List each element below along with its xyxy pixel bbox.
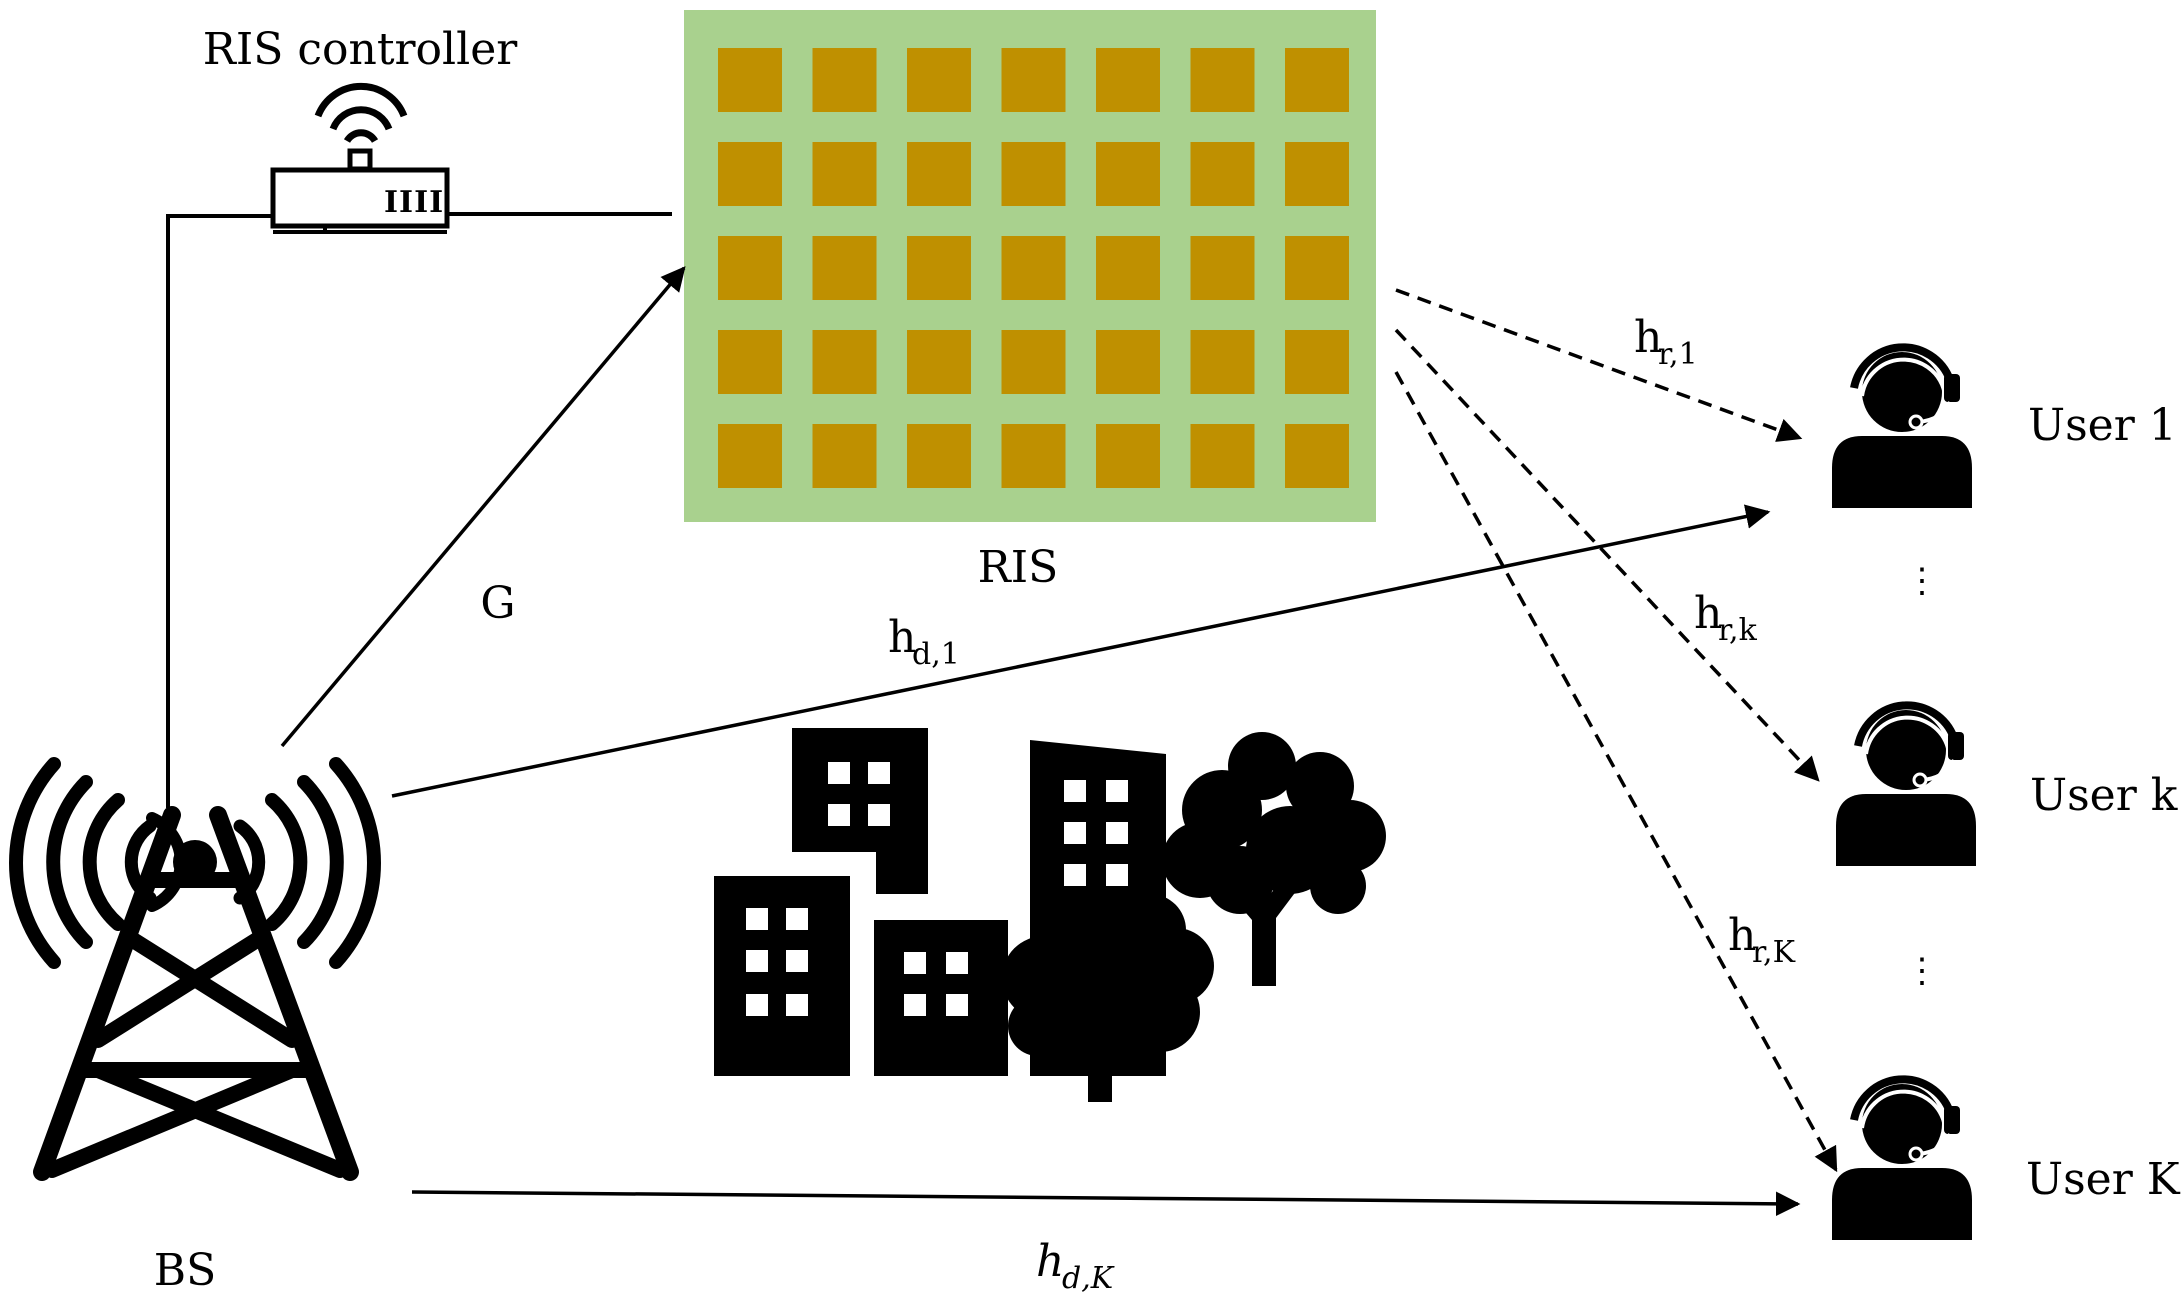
ris-element xyxy=(1190,424,1255,488)
userK-label: User K xyxy=(2026,1154,2181,1205)
ris-element xyxy=(1096,48,1160,112)
ris-element xyxy=(718,236,782,300)
hd1-sub: d,1 xyxy=(912,637,960,672)
ris-element xyxy=(1190,48,1255,112)
ris-panel xyxy=(684,10,1376,522)
ris-element xyxy=(812,48,877,112)
ris-element xyxy=(718,142,782,206)
hdK-main: h xyxy=(1036,1236,1064,1287)
ris-element xyxy=(1285,236,1349,300)
ris-element xyxy=(907,142,971,206)
ris-element xyxy=(907,424,971,488)
hd1-label: h d,1 xyxy=(888,612,960,672)
ris-element xyxy=(1096,142,1160,206)
ris-element xyxy=(907,48,971,112)
hd1-main: h xyxy=(888,612,916,663)
hrk-main: h xyxy=(1694,588,1722,639)
arrow-g xyxy=(280,266,686,748)
hrK-main: h xyxy=(1728,910,1756,961)
ris-element xyxy=(1001,330,1066,394)
ris-element xyxy=(1001,48,1066,112)
bs-label: BS xyxy=(154,1245,216,1296)
headset-user-icon xyxy=(1836,701,1976,866)
headset-user-icon xyxy=(1832,1075,1972,1240)
arrow-hdK xyxy=(411,1190,1801,1217)
arrow-hrK xyxy=(1394,371,1838,1173)
hr1-label: h r,1 xyxy=(1634,312,1698,372)
g-label: G xyxy=(480,578,515,629)
ris-element xyxy=(1001,236,1066,300)
channel-arrows xyxy=(280,266,1801,1217)
wifi-router-icon xyxy=(270,82,450,234)
ris-element xyxy=(1285,142,1349,206)
user1-label: User 1 xyxy=(2028,400,2177,451)
hrk-sub: r,k xyxy=(1718,613,1758,648)
ris-element xyxy=(812,236,877,300)
hr1-sub: r,1 xyxy=(1658,337,1698,372)
ris-label: RIS xyxy=(978,542,1059,593)
ris-element xyxy=(812,142,877,206)
vertical-ellipsis-2: ⋮ xyxy=(1905,951,1939,991)
ris-element-grid xyxy=(718,48,1349,488)
radio-tower-icon xyxy=(9,757,381,1181)
vertical-ellipsis-1: ⋮ xyxy=(1905,561,1939,601)
ris-element xyxy=(907,330,971,394)
ris-element xyxy=(812,424,877,488)
userk-label: User k xyxy=(2030,770,2178,821)
ris-element xyxy=(1001,424,1066,488)
arrow-hd1 xyxy=(391,504,1771,798)
ris-element xyxy=(1096,236,1160,300)
ris-element xyxy=(1285,48,1349,112)
arrow-hr1 xyxy=(1395,288,1803,442)
hdK-label: h d,K xyxy=(1036,1236,1115,1296)
headset-user-icon xyxy=(1832,343,1972,508)
buildings-trees-icon xyxy=(714,728,1386,1102)
ris-element xyxy=(1285,424,1349,488)
hrk-label: h r,k xyxy=(1694,588,1758,648)
ris-element xyxy=(718,48,782,112)
hr1-main: h xyxy=(1634,312,1662,363)
ris-element xyxy=(718,424,782,488)
ris-element xyxy=(812,330,877,394)
ris-element xyxy=(718,330,782,394)
hdK-sub: d,K xyxy=(1062,1261,1115,1296)
ris-element xyxy=(1190,330,1255,394)
ris-element xyxy=(1285,330,1349,394)
reflected-arrows xyxy=(1394,288,1838,1173)
controller-wiring xyxy=(166,212,672,808)
ris-element xyxy=(1190,236,1255,300)
ris-element xyxy=(1096,424,1160,488)
ris-element xyxy=(1190,142,1255,206)
ris-controller-label: RIS controller xyxy=(203,24,518,75)
ris-element xyxy=(907,236,971,300)
hrK-sub: r,K xyxy=(1752,935,1796,970)
hrK-label: h r,K xyxy=(1728,910,1796,970)
ris-element xyxy=(1096,330,1160,394)
ris-element xyxy=(1001,142,1066,206)
arrow-hrk xyxy=(1394,328,1820,782)
controller-marks: IIII xyxy=(384,185,444,220)
